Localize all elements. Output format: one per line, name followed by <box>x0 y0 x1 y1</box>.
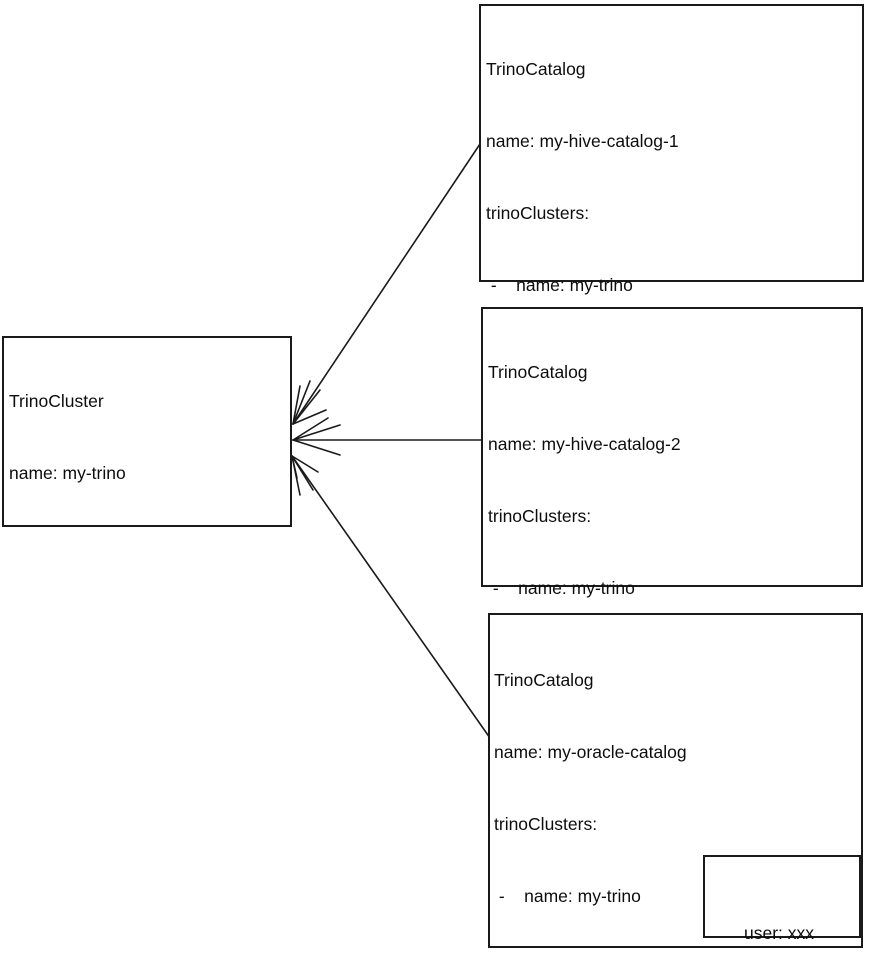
catalog-2-line-2: trinoClusters: <box>488 506 592 526</box>
oracle-credentials-secret-text: user: xxx password: xxx <box>705 871 853 954</box>
oracle-credentials-secret-node[interactable]: user: xxx password: xxx <box>703 855 861 943</box>
secret-line-0: user: xxx <box>743 923 815 943</box>
edge-catalog-2-to-cluster <box>292 417 482 456</box>
cluster-line-1: name: my-trino <box>9 463 126 483</box>
trino-catalog-3-yaml: TrinoCatalog name: my-oracle-catalog tri… <box>494 620 857 954</box>
catalog-1-line-2: trinoClusters: <box>486 203 590 223</box>
catalog-2-line-3: - name: my-trino <box>488 578 635 598</box>
edge-catalog-1-to-cluster <box>292 143 481 425</box>
catalog-3-line-2: trinoClusters: <box>494 814 598 834</box>
catalog-3-line-3: - name: my-trino <box>494 886 641 906</box>
cluster-line-0: TrinoCluster <box>9 391 104 411</box>
catalog-2-line-0: TrinoCatalog <box>488 362 588 382</box>
trino-catalog-2-node[interactable]: TrinoCatalog name: my-hive-catalog-2 tri… <box>481 307 863 886</box>
trino-catalog-3-node[interactable]: TrinoCatalog name: my-oracle-catalog tri… <box>488 613 863 948</box>
trino-catalog-1-node[interactable]: TrinoCatalog name: my-hive-catalog-1 tri… <box>479 4 864 655</box>
trino-cluster-node[interactable]: TrinoCluster name: my-trino <box>2 336 292 527</box>
catalog-1-line-0: TrinoCatalog <box>486 59 586 79</box>
catalog-1-line-3: - name: my-trino <box>486 275 633 295</box>
catalog-2-line-1: name: my-hive-catalog-2 <box>488 434 681 454</box>
trino-cluster-yaml: TrinoCluster name: my-trino <box>9 341 286 533</box>
catalog-1-line-1: name: my-hive-catalog-1 <box>486 131 679 151</box>
edge-catalog-3-to-cluster <box>291 455 491 739</box>
catalog-3-line-0: TrinoCatalog <box>494 670 594 690</box>
catalog-3-line-1: name: my-oracle-catalog <box>494 742 687 762</box>
